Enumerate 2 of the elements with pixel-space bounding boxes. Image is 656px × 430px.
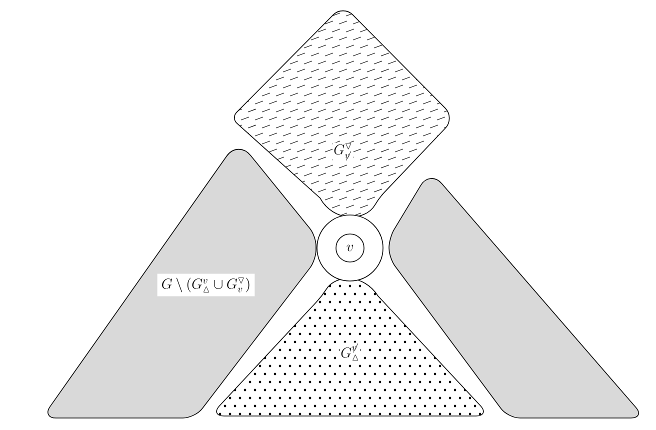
trapezoid-region: $G \setminus (G^{v}_{\vartriangle} \cup G^{\triangledown}_{v})$ bbox=[48, 148, 316, 418]
trapezoid-region bbox=[388, 178, 639, 418]
